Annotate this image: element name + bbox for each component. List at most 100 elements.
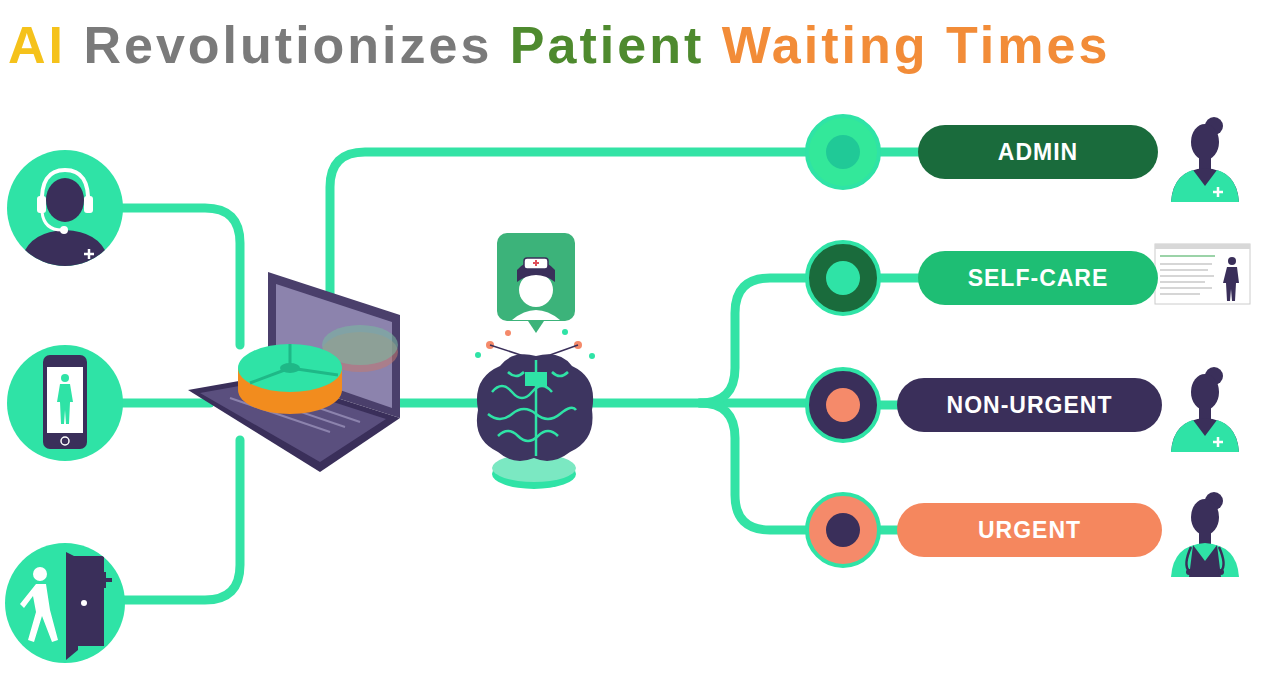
phone-icon [7,345,123,461]
ai-brain-illustration-part [512,310,560,320]
status-circles-part [826,261,860,295]
phone-icon-part-part [57,384,73,424]
category-label: URGENT [978,517,1081,544]
ai-brain-illustration-part [497,233,575,321]
ai-brain-illustration-part [533,260,539,266]
phone-icon-part-part [43,355,87,449]
phone-icon-part-part [61,437,69,445]
call-agent-icon-part-part [20,230,110,270]
status-circles-part [807,116,879,188]
nurse-person-part [1191,374,1219,410]
ai-brain-illustration-part [475,329,595,359]
title-word: Patient [510,16,704,74]
nurse-person [1171,367,1239,452]
walk-in-icon-part [20,552,112,660]
self-care-document-part [1160,255,1215,257]
walk-in-icon-part-part [33,567,47,581]
nurse-person-part [1171,420,1239,452]
status-circles-part [807,369,879,441]
ai-brain-illustration-part [528,321,544,333]
walk-in-icon-part-part [66,552,78,660]
ai-brain-illustration [475,233,595,489]
ai-brain-illustration-part [477,354,593,461]
laptop-illustration-part [238,344,342,392]
walk-in-icon [5,543,125,663]
phone-icon-part [7,345,123,461]
call-agent-icon-part-part [37,196,46,213]
flow-lines-part [122,399,210,408]
title-word: AI [8,16,66,74]
walk-in-icon-part-part [96,572,112,588]
ai-brain-illustration-part [525,372,547,386]
flow-lines-part [700,403,810,530]
laptop-illustration-part [280,363,300,373]
category-pill: NON-URGENT [897,378,1162,432]
call-agent-icon-part-part [84,249,94,259]
status-circles-part [807,242,879,314]
category-pill: ADMIN [918,125,1158,179]
ai-brain-illustration-part [517,260,555,282]
flow-lines-part [700,278,810,403]
page-title: AI Revolutionizes Patient Waiting Times [8,16,1110,76]
title-word: Revolutionizes [83,16,492,74]
walk-in-icon-part-part [81,600,87,606]
doctor-person-part [1186,547,1223,571]
self-care-document-part-part [1160,287,1212,289]
title-word: Waiting [722,16,929,74]
ai-brain-illustration-part-part [498,431,558,441]
self-care-document-part [1223,267,1239,301]
self-care-document-part-part [1160,269,1208,271]
ai-brain-illustration-part-part [492,386,552,398]
admin-person-part [1191,124,1219,160]
category-label: NON-URGENT [947,392,1113,419]
laptop-illustration [188,272,400,472]
flow-lines-part [118,208,240,345]
category-pill: SELF-CARE [918,251,1158,305]
doctor-person-part [1189,545,1221,577]
category-pill: URGENT [897,503,1162,557]
walk-in-icon-part-part [74,556,104,646]
category-label: SELF-CARE [968,265,1109,292]
ai-brain-illustration-part [492,454,576,482]
ai-brain-illustration-part [488,360,576,456]
status-circles [807,116,879,566]
doctor-person-part [1186,569,1192,575]
doctor-person-part [1171,543,1239,577]
self-care-document-part [1228,257,1236,265]
self-care-document-part-part [1160,255,1215,257]
nurse-person-part [1213,437,1223,447]
doctor-person [1171,492,1239,577]
admin-person-part [1171,168,1239,202]
call-agent-icon-part [20,170,110,270]
phone-icon-part-part [47,367,83,433]
flow-lines [118,152,925,600]
walk-in-icon-part-part [20,584,58,642]
call-agent-icon-part-part [42,212,62,230]
ai-brain-illustration-part-part [589,353,595,359]
ai-brain-illustration-part-part [562,329,568,335]
phone-icon-part-part [61,374,69,382]
flow-lines-part [124,440,240,600]
status-circles-part [826,388,860,422]
ai-brain-illustration-part [486,330,582,349]
self-care-document [1155,244,1250,304]
call-agent-icon-part-part [42,170,88,205]
laptop-illustration-part [250,344,338,383]
self-care-document-part-part [1160,281,1205,283]
category-label: ADMIN [998,139,1078,166]
admin-person-part [1171,170,1239,202]
call-agent-icon [7,150,123,270]
phone-icon-part [43,355,87,449]
admin-person-part [1213,187,1223,197]
self-care-document-part [1155,244,1250,249]
title-word [929,16,946,74]
call-agent-icon-part-part [84,196,93,213]
status-circles-part [826,135,860,169]
ai-brain-illustration-part-part [475,352,481,358]
walk-in-icon-part [5,543,125,663]
admin-person [1171,117,1239,202]
flow-lines-part [395,399,478,408]
ai-brain-illustration-part [524,258,548,269]
